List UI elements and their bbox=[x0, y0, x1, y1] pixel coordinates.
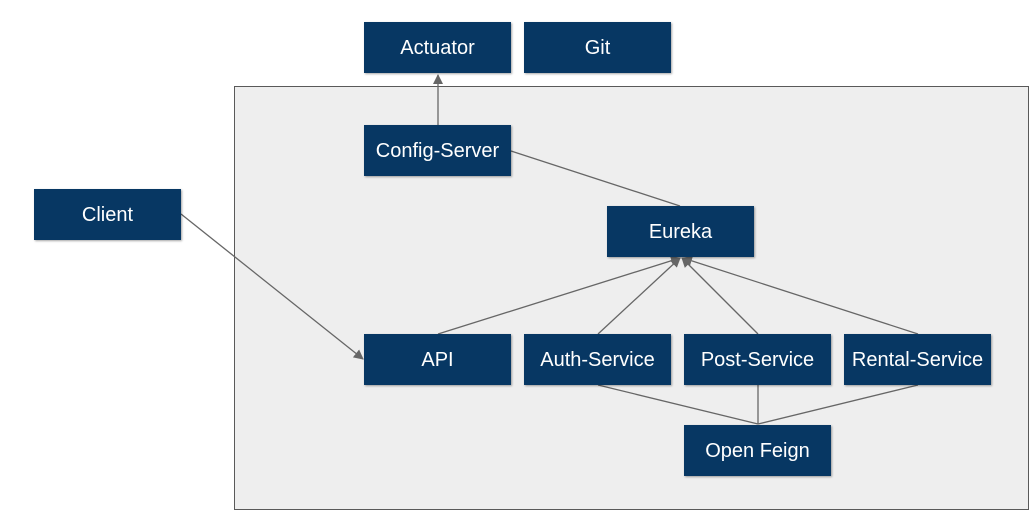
node-actuator-label: Actuator bbox=[400, 36, 475, 59]
node-rental-service-label: Rental-Service bbox=[851, 348, 984, 371]
node-auth-service: Auth-Service bbox=[524, 334, 671, 385]
node-api: API bbox=[364, 334, 511, 385]
node-client-label: Client bbox=[81, 203, 134, 226]
service-group-frame bbox=[234, 86, 1029, 510]
node-rental-service: Rental-Service bbox=[844, 334, 991, 385]
node-post-service-label: Post-Service bbox=[700, 348, 815, 371]
node-git-label: Git bbox=[584, 36, 611, 59]
node-open-feign-label: Open Feign bbox=[705, 439, 810, 462]
node-config-server: Config-Server bbox=[364, 125, 511, 176]
node-post-service: Post-Service bbox=[684, 334, 831, 385]
node-api-label: API bbox=[421, 348, 454, 371]
node-eureka: Eureka bbox=[607, 206, 754, 257]
node-open-feign: Open Feign bbox=[684, 425, 831, 476]
node-client: Client bbox=[34, 189, 181, 240]
node-auth-service-label: Auth-Service bbox=[540, 348, 655, 371]
node-eureka-label: Eureka bbox=[648, 220, 713, 243]
node-actuator: Actuator bbox=[364, 22, 511, 73]
node-git: Git bbox=[524, 22, 671, 73]
node-config-server-label: Config-Server bbox=[375, 139, 500, 162]
